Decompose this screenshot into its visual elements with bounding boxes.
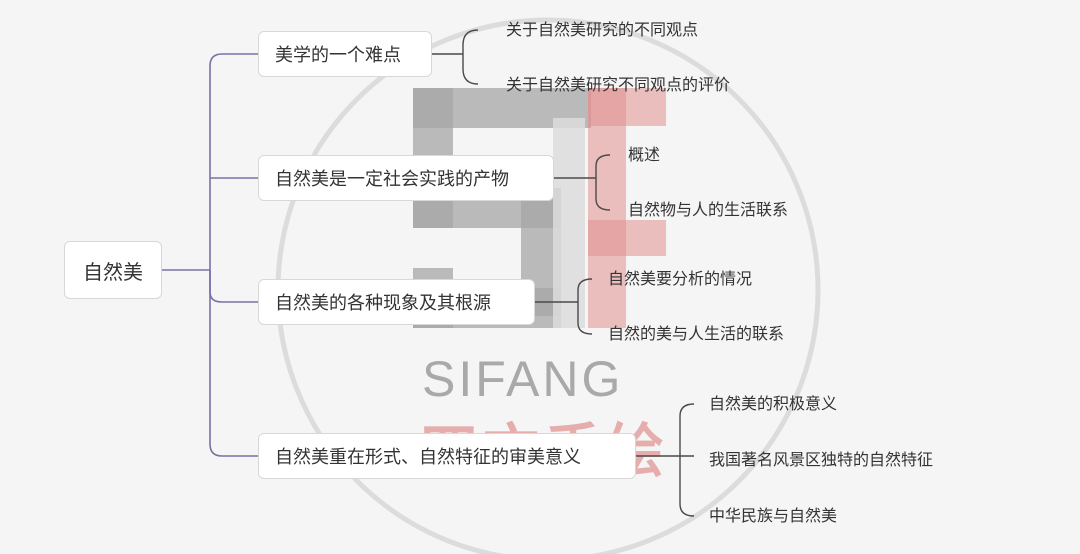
leaf-nature-life-relation[interactable]: 自然物与人的生活联系 xyxy=(628,200,789,219)
branch-node-phenomena-roots[interactable]: 自然美的各种现象及其根源 xyxy=(258,279,535,325)
leaf-different-views[interactable]: 关于自然美研究的不同观点 xyxy=(506,20,699,39)
leaf-overview[interactable]: 概述 xyxy=(628,145,661,164)
watermark-latin-text: SIFANG xyxy=(422,351,624,407)
connector-branch-1 xyxy=(209,53,258,270)
leaf-positive-meaning[interactable]: 自然美的积极意义 xyxy=(709,394,838,413)
watermark-f-shape xyxy=(588,88,666,328)
leaf-beauty-life-relation[interactable]: 自然的美与人生活的联系 xyxy=(608,324,785,343)
connector-b1-leaves xyxy=(432,29,479,85)
leaf-views-evaluation[interactable]: 关于自然美研究不同观点的评价 xyxy=(506,75,731,94)
connector-branch-3 xyxy=(209,270,258,303)
watermark-bar xyxy=(553,118,585,328)
branch-node-form-aesthetic[interactable]: 自然美重在形式、自然特征的审美意义 xyxy=(258,433,636,479)
connector-b4-leaves xyxy=(636,403,695,517)
connector-branch-4 xyxy=(209,270,258,457)
leaf-analysis-situations[interactable]: 自然美要分析的情况 xyxy=(608,269,753,288)
connector-b3-leaves xyxy=(535,278,593,335)
connector-b2-leaves xyxy=(554,154,611,211)
branch-node-aesthetics-difficulty[interactable]: 美学的一个难点 xyxy=(258,31,432,77)
leaf-scenic-features[interactable]: 我国著名风景区独特的自然特征 xyxy=(709,450,934,469)
root-node[interactable]: 自然美 xyxy=(64,241,162,299)
branch-node-social-practice[interactable]: 自然美是一定社会实践的产物 xyxy=(258,155,554,201)
leaf-chinese-nation-nature[interactable]: 中华民族与自然美 xyxy=(709,506,838,525)
